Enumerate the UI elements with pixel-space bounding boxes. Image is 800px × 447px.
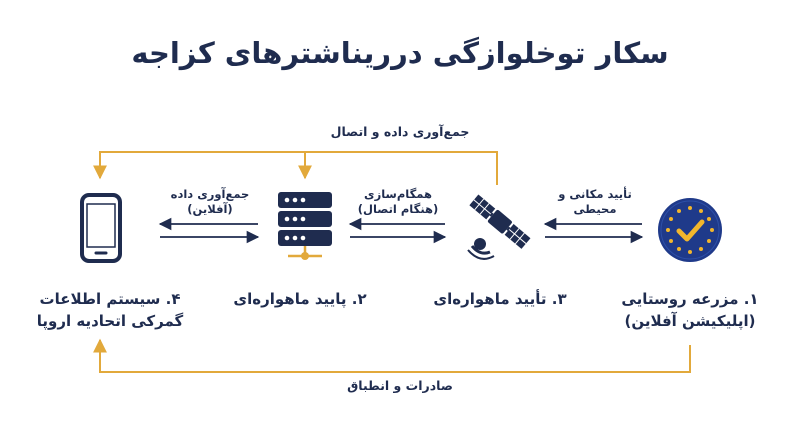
edge-label-server-satellite: همگام‌سازی (هنگام اتصال) (338, 187, 458, 217)
node-label-line: ۴. سیستم اطلاعات (39, 290, 181, 308)
edge-label-line: تأیید مکانی و (558, 187, 632, 201)
bottom-flow-connector (93, 338, 691, 373)
satellite-icon (467, 194, 531, 260)
server-rack-icon (278, 192, 332, 260)
bottom-flow-label: صادرات و انطباق (347, 378, 453, 393)
edge-label-line: جمع‌آوری داده (170, 187, 250, 201)
edge-label-phone-server: جمع‌آوری داده (آفلاین) (150, 187, 270, 217)
node-label-line: ۳. تأیید ماهواره‌ای (433, 290, 567, 308)
edge-label-satellite-badge: تأیید مکانی و محیطی (535, 187, 655, 217)
node-label-farmer: ۱. مزرعه روستایی (اپلیکیشن آفلاین) (610, 288, 770, 332)
edge-label-line: محیطی (573, 202, 617, 216)
phone-server-arrows (158, 217, 260, 244)
top-flow-label: جمع‌آوری داده و اتصال (330, 124, 470, 139)
diagram-title: سکار توخلوازگی درریناشترهای کزاجه (131, 36, 669, 70)
eu-certified-badge-icon (658, 198, 722, 262)
node-label-line: (اپلیکیشن آفلاین) (624, 312, 756, 330)
server-satellite-arrows (348, 217, 447, 244)
edge-label-line: همگام‌سازی (364, 187, 432, 201)
edge-label-line: (هنگام اتصال) (357, 202, 439, 216)
node-label-server: ۲. پایید ماهواره‌ای (230, 288, 370, 310)
node-label-customs: ۴. سیستم اطلاعات گمرکی اتحادیه اروپا (30, 288, 190, 332)
top-flow-connector (93, 151, 498, 185)
node-label-line: ۲. پایید ماهواره‌ای (233, 290, 367, 308)
node-label-satellite: ۳. تأیید ماهواره‌ای (430, 288, 570, 310)
smartphone-icon (80, 193, 122, 263)
node-label-line: گمرکی اتحادیه اروپا (36, 312, 184, 330)
node-label-line: ۱. مزرعه روستایی (621, 290, 759, 308)
edge-label-line: (آفلاین) (187, 202, 233, 216)
satellite-badge-arrows (543, 217, 644, 244)
